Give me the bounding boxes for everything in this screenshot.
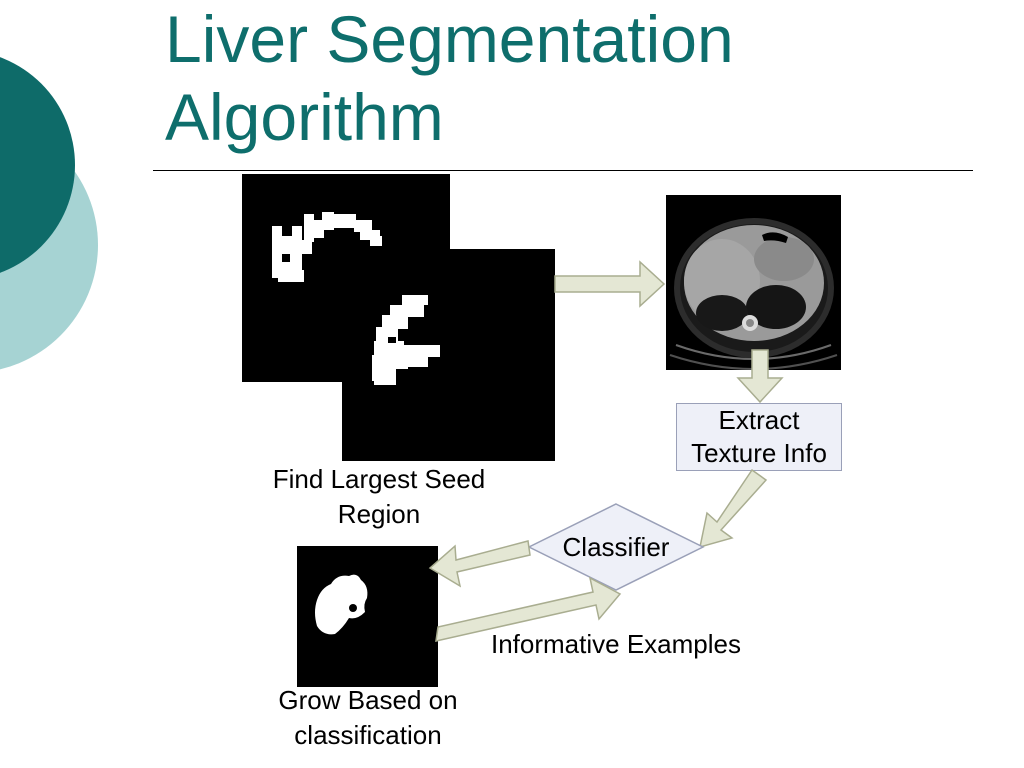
title-line-2: Algorithm bbox=[165, 80, 444, 154]
title-divider bbox=[153, 170, 973, 171]
arrow-to-ct-scan bbox=[554, 260, 666, 308]
decorative-circles bbox=[0, 57, 98, 370]
slide-title: Liver Segmentation Algorithm bbox=[165, 0, 734, 156]
decorative-circle-dark bbox=[0, 57, 75, 273]
arrow-to-classifier bbox=[699, 468, 768, 549]
title-line-1: Liver Segmentation bbox=[165, 2, 734, 76]
seed-region-label: Find Largest Seed Region bbox=[272, 464, 486, 529]
classifier-label: Classifier bbox=[562, 532, 670, 562]
arrow-to-grown-mask bbox=[428, 540, 531, 588]
seed-mask-image-2 bbox=[342, 249, 555, 461]
ct-scan-image bbox=[666, 195, 841, 370]
informative-examples-label: Informative Examples bbox=[491, 629, 741, 659]
grown-mask-image bbox=[297, 546, 438, 687]
grow-classification-label: Grow Based on classification bbox=[278, 685, 458, 750]
extract-texture-box: Extract Texture Info bbox=[676, 403, 842, 471]
